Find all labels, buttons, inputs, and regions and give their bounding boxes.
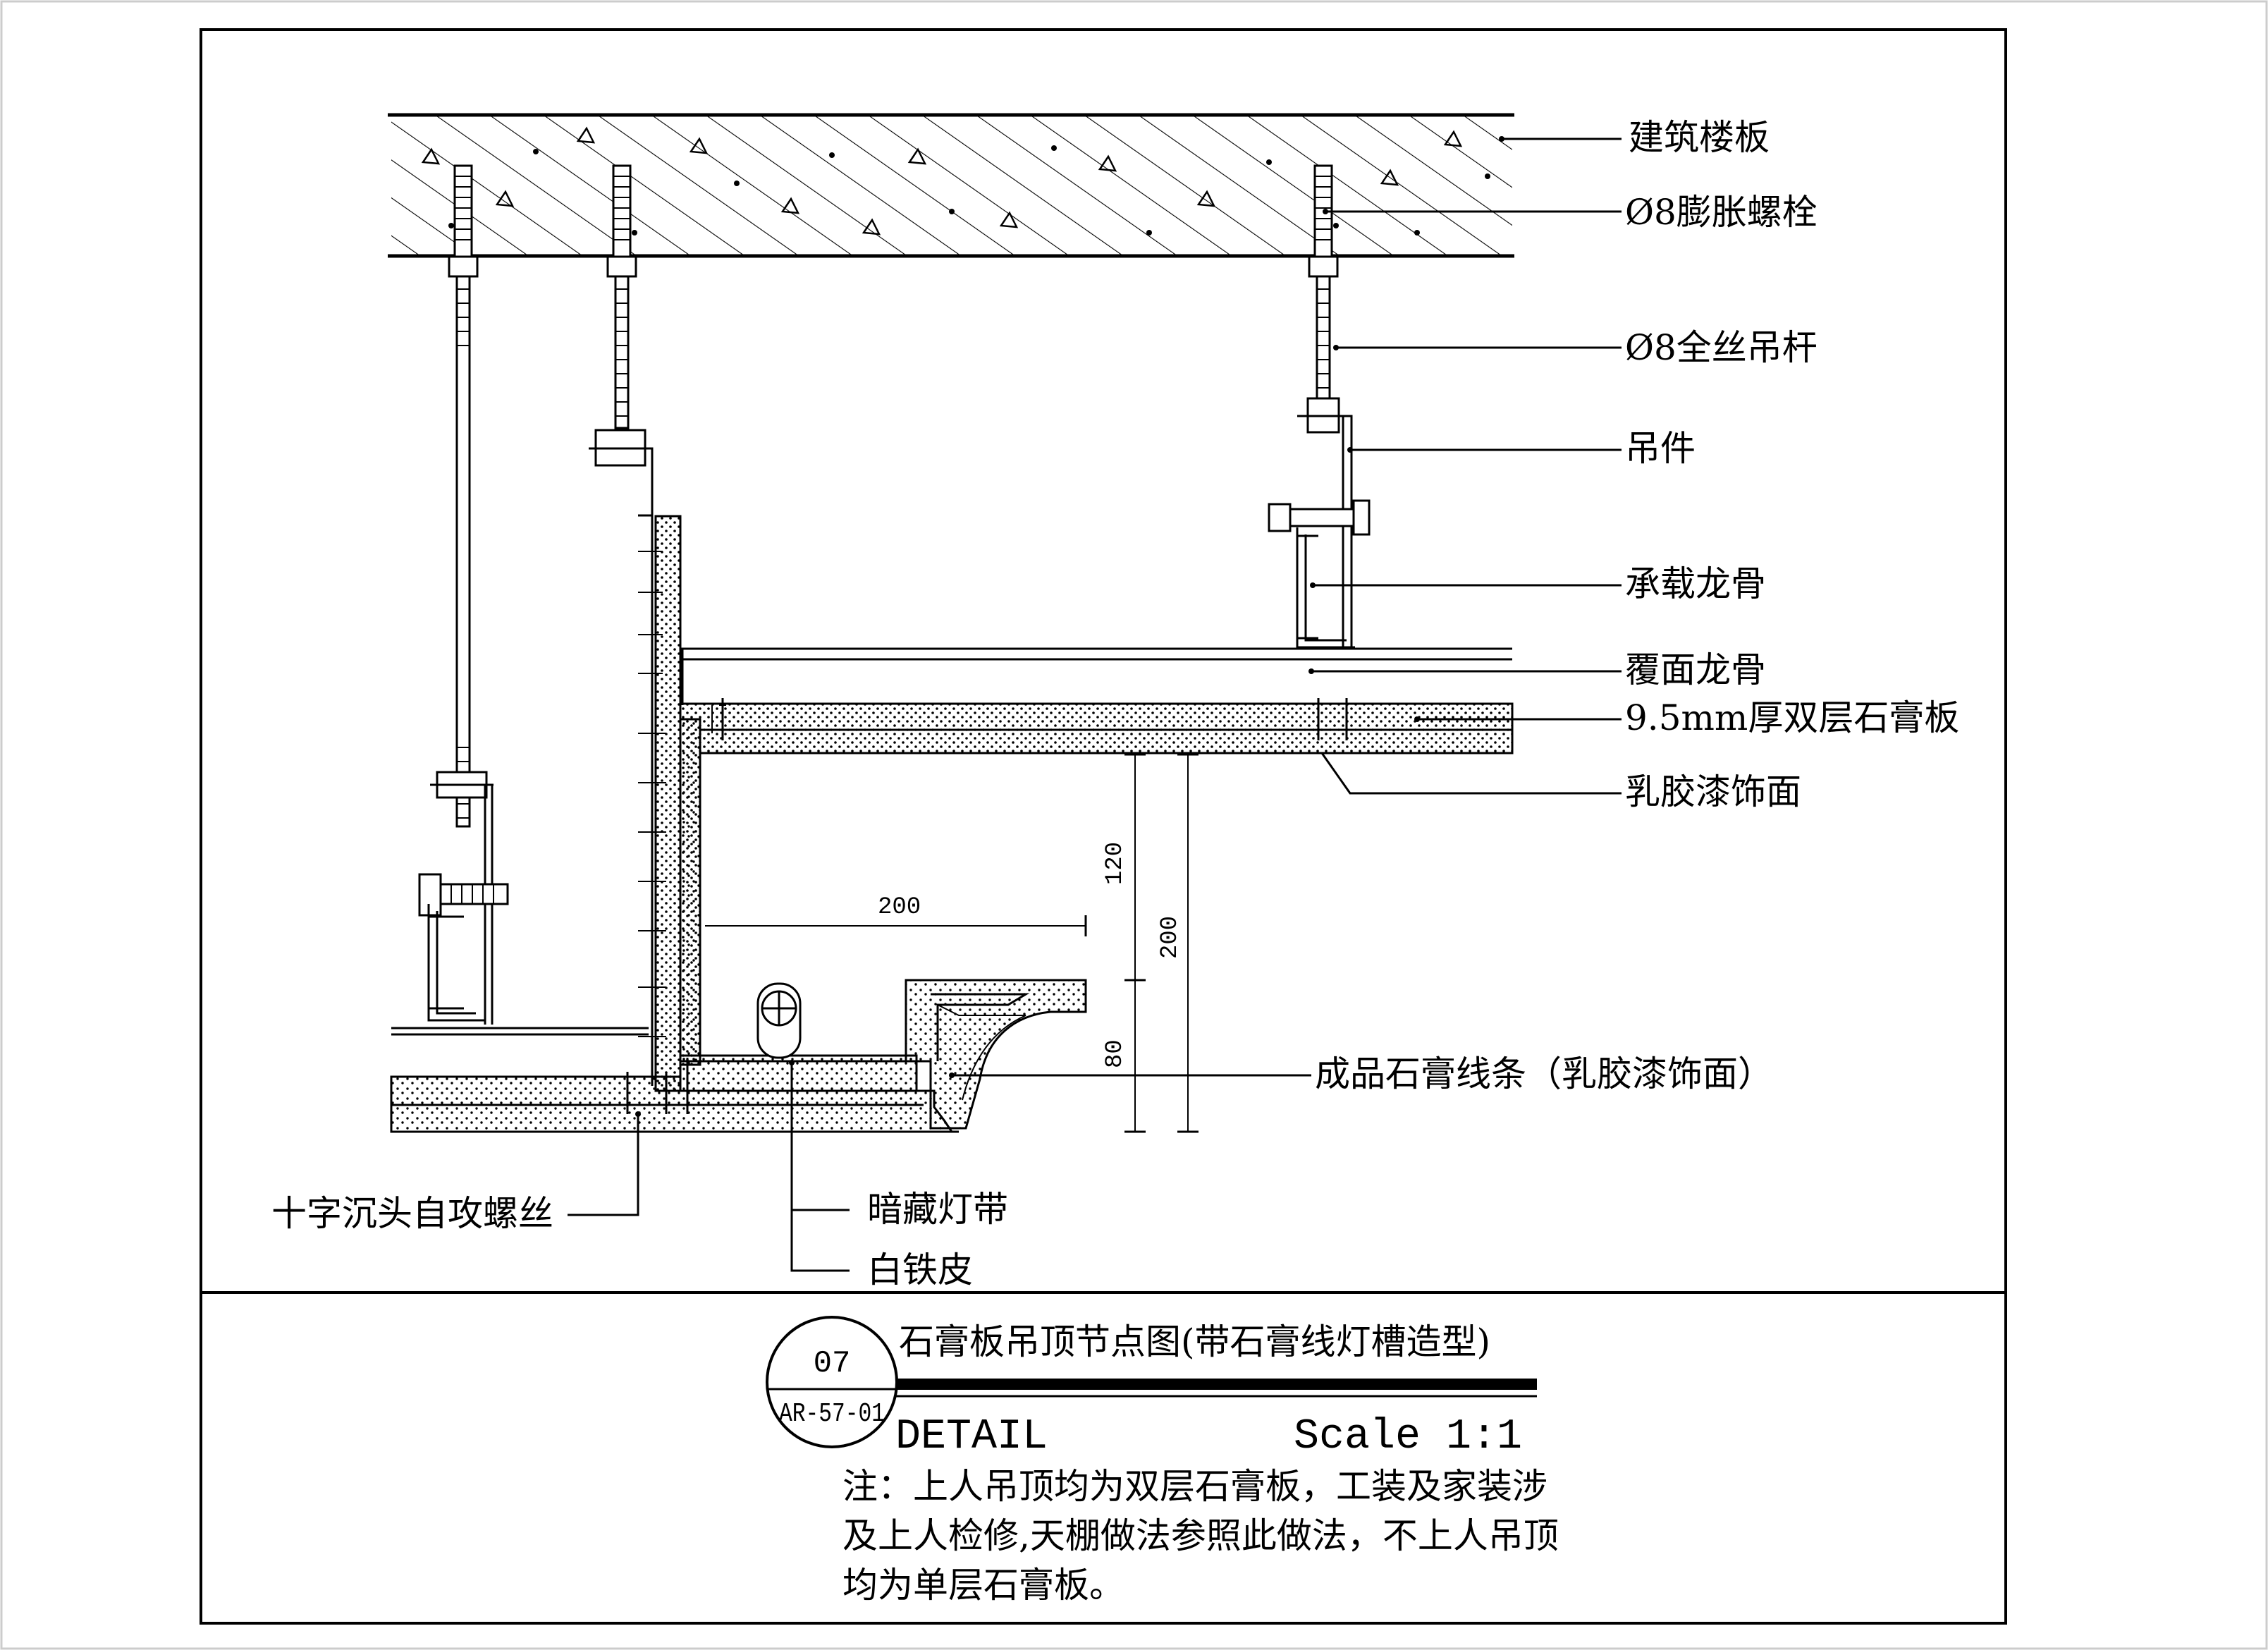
label-expansion-bolt: Ø8膨胀螺栓 [1625,192,1818,233]
threaded-rod-middle [589,164,654,517]
note-line-1: 注：上人吊顶均为双层石膏板，工装及家装涉 [842,1466,1547,1507]
dim-80: 80 [1102,1039,1129,1068]
label-threaded-rod: Ø8全丝吊杆 [1625,327,1818,368]
double-gypsum-board-upper [679,698,1514,1066]
threaded-rod-left [430,164,494,828]
threaded-rod-right [1268,164,1371,649]
label-latex-finish: 乳胶漆饰面 [1625,771,1801,812]
hidden-light-strip [756,982,802,1059]
label-screw: 十字沉头自攻螺丝 [271,1193,553,1234]
label-gypsum-molding: 成品石膏线条（乳胶漆饰面） [1315,1053,1773,1094]
note-line-2: 及上人检修,天棚做法参照此做法，不上人吊顶 [842,1515,1559,1556]
cover-keel [680,647,1512,705]
label-floor-slab: 建筑楼板 [1629,117,1770,158]
label-tin-sheet: 白铁皮 [867,1249,973,1290]
light-trough [679,1054,918,1092]
note-line-3: 均为单层石膏板。 [842,1565,1124,1606]
drawing-frame [200,28,2007,1625]
label-hanger: 吊件 [1625,428,1696,469]
scale-label: Scale 1:1 [1294,1413,1522,1461]
label-double-board: 9.5mm厚双层石膏板 [1625,697,1959,738]
title-underline [895,1379,1537,1390]
drawing-title: 石膏板吊顶节点图(带石膏线灯槽造型) [899,1321,1490,1362]
detail-number: 07 [814,1346,851,1381]
left-hanger-keel [418,783,509,1025]
label-cover-keel: 覆面龙骨 [1625,649,1766,690]
dim-200-vertical: 200 [1157,916,1184,959]
dim-200-horizontal: 200 [878,894,921,921]
label-hidden-light: 暗藏灯带 [867,1189,1008,1230]
detail-label: DETAIL [895,1413,1048,1461]
gypsum-molding [905,979,1087,1130]
leader-lines [568,136,1622,1272]
floor-slab [388,113,1514,258]
dimension-lines [705,753,1199,1133]
label-main-keel: 承载龙骨 [1625,563,1766,604]
dim-120: 120 [1102,842,1129,885]
sheet-number: AR-57-01 [779,1399,885,1429]
